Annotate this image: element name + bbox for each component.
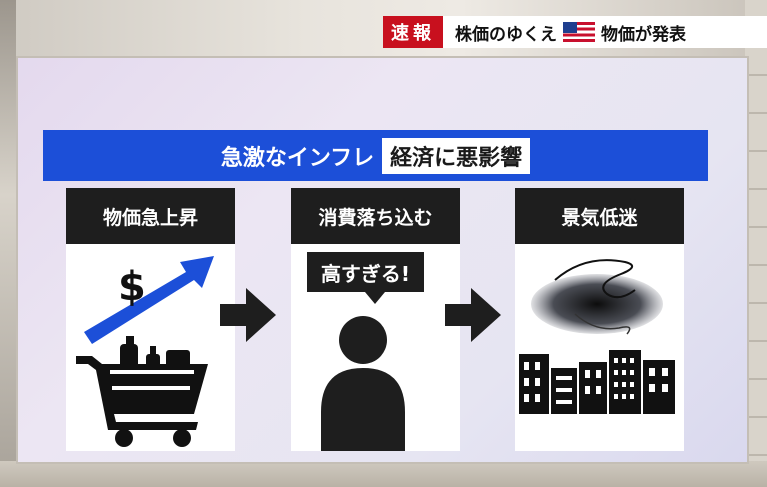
headline-bar: 急激なインフレ 経済に悪影響	[43, 130, 708, 181]
dark-cloud-icon	[531, 259, 663, 335]
right-arrow-icon	[445, 288, 501, 342]
speech-bubble-tail	[365, 292, 385, 304]
us-flag-icon	[563, 22, 595, 42]
right-arrow-icon	[220, 288, 276, 342]
svg-text:$: $	[118, 264, 146, 310]
rising-arrow-icon	[84, 256, 214, 344]
breaking-news-banner: 速報 株価のゆくえ 物価が発表	[383, 16, 767, 48]
panel-title: 物価急上昇	[66, 188, 235, 244]
studio-wall-right	[745, 0, 767, 487]
studio-floor	[0, 461, 767, 487]
recession-illustration	[519, 259, 675, 414]
studio-wall-left	[0, 0, 16, 487]
banner-caption: 株価のゆくえ 物価が発表	[443, 16, 767, 48]
breaking-tag: 速報	[383, 16, 443, 48]
person-icon	[321, 316, 405, 451]
consumer-illustration	[321, 292, 405, 451]
panel-title: 景気低迷	[515, 188, 684, 244]
panel-recession: 景気低迷	[515, 188, 684, 451]
buildings-icon	[519, 350, 675, 414]
headline-highlight: 経済に悪影響	[382, 137, 531, 174]
speech-bubble: 高すぎる!	[307, 252, 424, 292]
headline-lead: 急激なインフレ	[220, 145, 375, 171]
shopping-cart-icon	[76, 336, 208, 447]
price-surge-illustration: $	[76, 256, 214, 447]
panel-price-surge: 物価急上昇 $	[66, 188, 235, 451]
panel-title: 消費落ち込む	[291, 188, 460, 244]
dollar-icon: $	[118, 264, 146, 310]
panel-consumption-drop: 消費落ち込む	[291, 188, 460, 451]
banner-topic: 株価のゆくえ	[455, 24, 557, 45]
banner-subtopic: 物価が発表	[601, 24, 686, 45]
